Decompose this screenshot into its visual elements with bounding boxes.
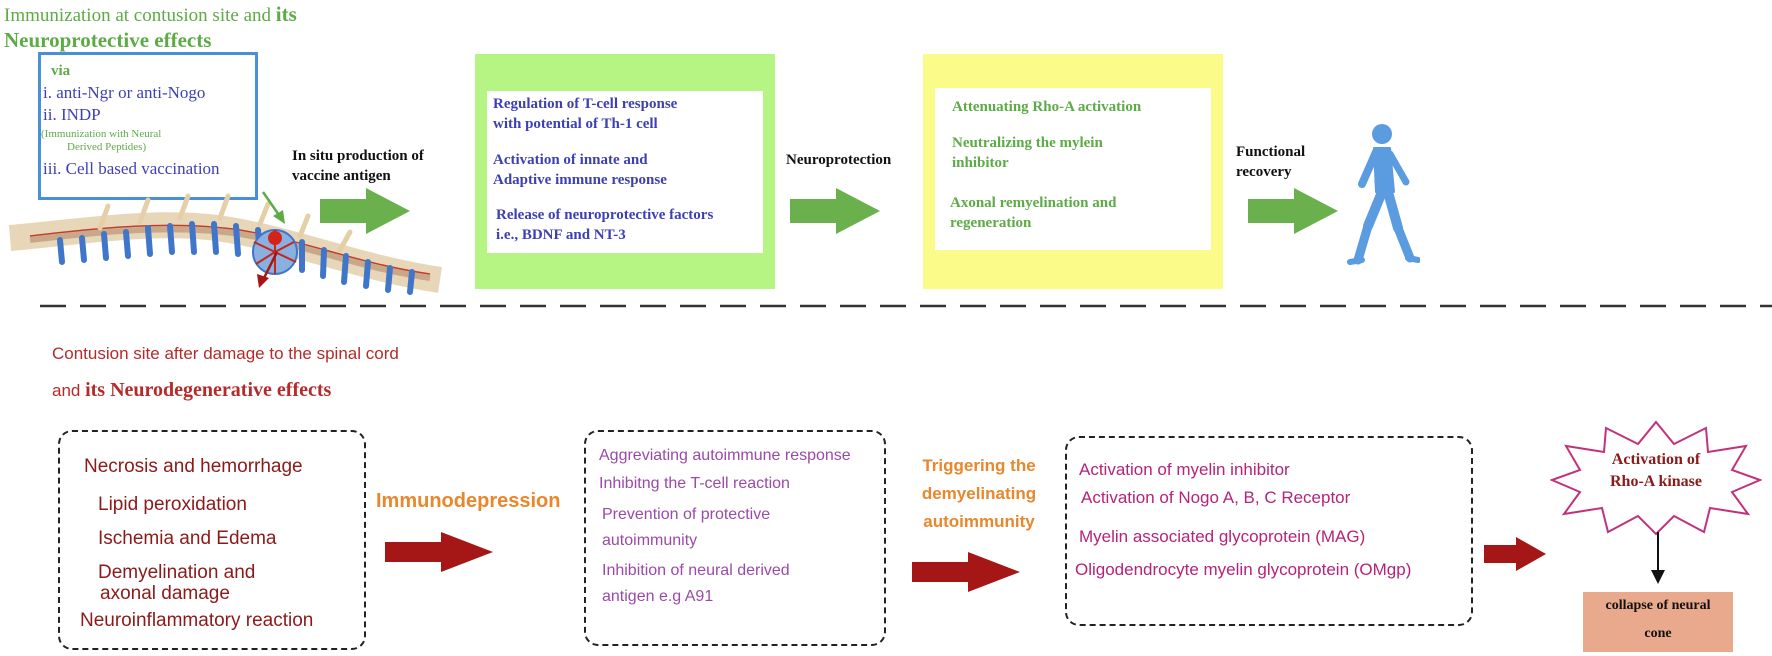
green-arrow-1	[320, 188, 410, 234]
via-item-cell-vaccination: iii. Cell based vaccination	[43, 159, 220, 178]
spine-illustration	[8, 193, 442, 295]
red-arrow-3	[1484, 537, 1546, 571]
green-item-neuroprotective-factors: Release of neuroprotective factors i.e.,…	[496, 207, 714, 243]
down-arrow	[1651, 532, 1665, 584]
yellow-item-rho-a: Attenuating Rho-A activation	[952, 99, 1142, 115]
neuroprotection-label: Neuroprotection	[786, 152, 892, 168]
cone-line-1: collapse of neural	[1605, 598, 1711, 613]
green-panel-inner	[487, 91, 763, 253]
green-arrow-3	[1248, 188, 1338, 234]
contusion-pointer-arrows	[257, 191, 285, 288]
via-item-indp: ii. INDP	[43, 105, 101, 124]
item-omgp: Oligodendrocyte myelin glycoprotein (OMg…	[1075, 560, 1412, 579]
item-myelin-inhibitor: Activation of myelin inhibitor	[1079, 460, 1290, 479]
neural-cone-collapse-box: collapse of neural cone	[1583, 592, 1733, 652]
item-neuroinflammatory: Neuroinflammatory reaction	[80, 610, 314, 631]
top-title: Immunization at contusion site and its N…	[4, 2, 297, 52]
walking-person-icon	[1347, 124, 1420, 265]
item-mag: Myelin associated glycoprotein (MAG)	[1079, 527, 1366, 546]
green-arrow-2	[790, 188, 880, 234]
item-prevention: Prevention of protective	[602, 506, 771, 523]
yellow-panel-inner	[935, 88, 1211, 250]
item-necrosis: Necrosis and hemorrhage	[84, 456, 303, 477]
red-arrow-1	[385, 532, 493, 572]
item-lipid: Lipid peroxidation	[98, 494, 247, 515]
functional-recovery-label: Functional recovery	[1236, 144, 1306, 180]
via-label: via	[51, 63, 71, 79]
damage-effects-box: Necrosis and hemorrhage Lipid peroxidati…	[58, 430, 366, 650]
rho-a-kinase-starburst	[1550, 420, 1762, 536]
red-arrow-2	[912, 552, 1020, 592]
triggering-label: Triggering the demyelinating autoimmunit…	[921, 456, 1037, 531]
item-inhibition-neural: Inhibition of neural derived	[602, 562, 790, 579]
item-demyelination: Demyelination and	[98, 562, 256, 583]
item-inhibiting-tcell: Inhibitng the T-cell reaction	[599, 475, 790, 492]
via-item-anti-ngr: i. anti-Ngr or anti-Nogo	[43, 83, 206, 102]
indp-note-2: Derived Peptides)	[67, 141, 147, 153]
immune-response-box: Aggreviating autoimmune response Inhibit…	[584, 430, 886, 646]
bottom-title: Contusion site after damage to the spina…	[52, 344, 399, 401]
item-ischemia: Ischemia and Edema	[98, 528, 277, 549]
green-panel: Regulation of T-cell response with poten…	[475, 54, 775, 289]
cone-line-2: cone	[1644, 626, 1672, 641]
green-item-innate: Activation of innate and Adaptive immune…	[493, 152, 667, 188]
myelin-inhibitor-box: Activation of myelin inhibitor Activatio…	[1065, 436, 1473, 626]
in-situ-label: In situ production of vaccine antigen	[292, 148, 424, 184]
item-aggreviating: Aggreviating autoimmune response	[599, 447, 851, 464]
item-axonal-damage: axonal damage	[100, 583, 230, 604]
yellow-item-mylein: Neutralizing the mylein inhibitor	[952, 135, 1103, 171]
rho-a-kinase-label: Activation of Rho-A kinase	[1609, 451, 1703, 490]
indp-note: (Immunization with Neural	[41, 128, 162, 140]
immunodepression-label: Immunodepression	[376, 490, 561, 512]
yellow-item-remyelination: Axonal remyelination and regeneration	[950, 195, 1117, 231]
green-item-tcell: Regulation of T-cell response with poten…	[493, 96, 678, 132]
item-antigen-a91: antigen e.g A91	[602, 588, 714, 605]
yellow-panel: Attenuating Rho-A activation Neutralizin…	[923, 54, 1223, 289]
section-divider	[40, 304, 1772, 308]
via-box: via i. anti-Ngr or anti-Nogo ii. INDP (I…	[38, 52, 258, 200]
item-autoimmunity: autoimmunity	[602, 532, 698, 549]
item-nogo-receptor: Activation of Nogo A, B, C Receptor	[1081, 488, 1351, 507]
